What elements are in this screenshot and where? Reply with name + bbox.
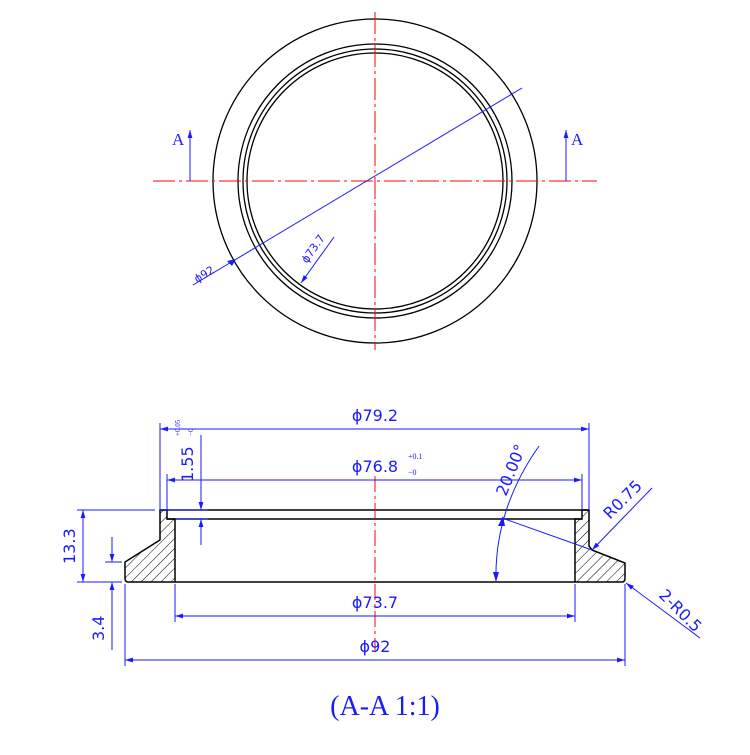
section-wall-left <box>124 509 176 583</box>
dim-line-phi92 <box>192 87 523 286</box>
dim-text-phi79-2: ϕ79.2 <box>352 406 398 425</box>
dim-text-13-3: 13.3 <box>60 528 79 564</box>
tol-lower-1-55: −0 <box>187 428 195 436</box>
top-view: A A ϕ92 ϕ73.7 <box>153 12 597 350</box>
section-marker-right: A <box>563 130 584 181</box>
dim-text-phi73-7: ϕ73.7 <box>299 232 328 265</box>
section-caption: (A-A 1:1) <box>330 691 440 722</box>
dim-text-phi92: ϕ92 <box>192 263 217 285</box>
section-label-left: A <box>172 130 185 149</box>
dim-text-phi73-7-section: ϕ73.7 <box>352 593 398 612</box>
section-view: ϕ79.2 ϕ76.8 +0.1 −0 1.55 +0.05 −0 20.00°… <box>60 406 706 666</box>
tol-lower-phi76-8: −0 <box>408 468 417 477</box>
section-wall-right <box>574 509 626 583</box>
dim-text-phi76-8: ϕ76.8 <box>352 457 398 476</box>
dim-text-1-55: 1.55 <box>178 446 197 482</box>
leader-r075 <box>591 487 653 551</box>
dim-text-phi92-section: ϕ92 <box>360 637 391 656</box>
leader-r05 <box>625 582 701 639</box>
dim-text-r075: R0.75 <box>599 476 645 522</box>
dim-line-phi73-7 <box>300 236 335 284</box>
dim-text-3-4: 3.4 <box>89 616 108 641</box>
section-marker-left: A <box>172 130 193 181</box>
section-label-right: A <box>571 130 584 149</box>
tol-upper-phi76-8: +0.1 <box>408 452 423 461</box>
dim-arc-angle <box>495 445 540 583</box>
tol-upper-1-55: +0.05 <box>174 419 182 436</box>
